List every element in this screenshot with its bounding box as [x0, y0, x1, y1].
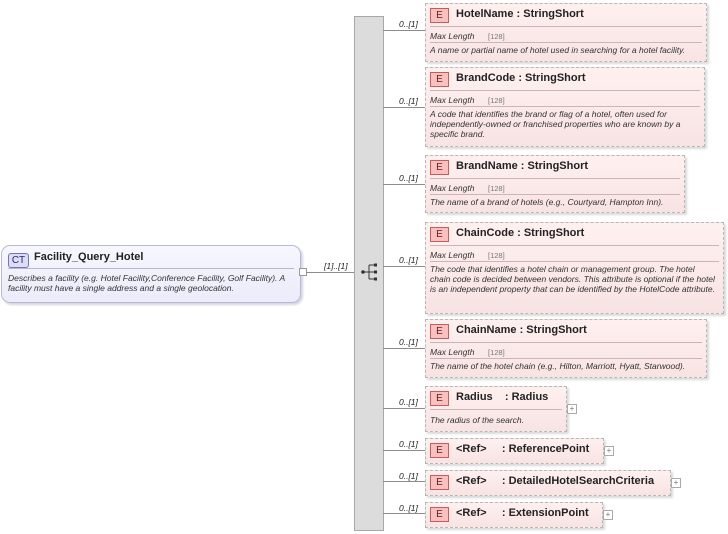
complex-type-badge: CT [8, 253, 29, 268]
element-description: The code that identifies a hotel chain o… [430, 264, 715, 294]
connector-line [383, 266, 425, 267]
element-description: A name or partial name of hotel used in … [430, 45, 686, 55]
element-badge: E [430, 443, 449, 458]
element-badge: E [430, 72, 449, 87]
element-title: <Ref> : ReferencePoint [456, 443, 590, 455]
connector-line [383, 107, 425, 108]
expand-icon[interactable]: + [671, 478, 681, 488]
connector-line [383, 184, 425, 185]
facet-label: Max Length [430, 183, 475, 193]
element-box-referencepoint[interactable]: E <Ref> : ReferencePoint [425, 438, 604, 464]
element-cardinality: 0..[1] [399, 173, 418, 183]
element-cardinality: 0..[1] [399, 439, 418, 449]
element-badge: E [430, 8, 449, 23]
element-divider [430, 342, 702, 343]
facet-value: [128] [488, 251, 505, 260]
complex-type-divider [8, 268, 294, 269]
element-cardinality: 0..[1] [399, 471, 418, 481]
element-box-brandname[interactable]: E BrandName : StringShort Max Length [12… [425, 155, 685, 213]
facet-value: [128] [488, 96, 505, 105]
connector-line [383, 30, 425, 31]
element-badge: E [430, 391, 449, 406]
element-box-brandcode[interactable]: E BrandCode : StringShort Max Length [12… [425, 67, 705, 147]
expand-icon[interactable]: + [604, 446, 614, 456]
element-cardinality: 0..[1] [399, 255, 418, 265]
expand-icon[interactable]: + [603, 510, 613, 520]
element-title: Radius : Radius [456, 391, 549, 403]
element-title: <Ref> : DetailedHotelSearchCriteria [456, 475, 655, 487]
connector-line [306, 272, 354, 273]
complex-type-description: Describes a facility (e.g. Hotel Facilit… [8, 273, 285, 293]
connector-line [383, 481, 425, 482]
element-divider [430, 409, 562, 410]
element-title: BrandCode : StringShort [456, 72, 586, 84]
element-divider [430, 261, 719, 262]
complex-type-box[interactable]: CT Facility_Query_Hotel Describes a faci… [1, 245, 301, 303]
element-title: ChainName : StringShort [456, 324, 587, 336]
element-title: <Ref> : ExtensionPoint [456, 507, 589, 519]
element-cardinality: 0..[1] [399, 337, 418, 347]
element-badge: E [430, 160, 449, 175]
element-description: The name of a brand of hotels (e.g., Cou… [430, 197, 664, 207]
sequence-cardinality: [1]..[1] [324, 261, 348, 271]
element-box-radius[interactable]: E Radius : Radius The radius of the sear… [425, 386, 567, 432]
element-cardinality: 0..[1] [399, 503, 418, 513]
sequence-icon[interactable] [360, 262, 380, 282]
facet-label: Max Length [430, 31, 475, 41]
element-badge: E [430, 507, 449, 522]
connector-line [383, 408, 425, 409]
element-box-detailedhotelsearchcriteria[interactable]: E <Ref> : DetailedHotelSearchCriteria [425, 470, 671, 496]
element-description: The radius of the search. [430, 415, 525, 425]
connector-line [383, 348, 425, 349]
element-cardinality: 0..[1] [399, 397, 418, 407]
facet-label: Max Length [430, 95, 475, 105]
connector-line [383, 513, 425, 514]
element-box-chainname[interactable]: E ChainName : StringShort Max Length [12… [425, 319, 707, 378]
element-divider [430, 358, 702, 359]
element-divider [430, 26, 702, 27]
element-box-hotelname[interactable]: E HotelName : StringShort Max Length [12… [425, 3, 707, 62]
element-badge: E [430, 475, 449, 490]
facet-label: Max Length [430, 347, 475, 357]
element-cardinality: 0..[1] [399, 96, 418, 106]
element-description: A code that identifies the brand or flag… [430, 109, 681, 139]
connector-line [383, 450, 425, 451]
element-title: ChainCode : StringShort [456, 227, 585, 239]
element-badge: E [430, 227, 449, 242]
facet-value: [128] [488, 348, 505, 357]
element-box-chaincode[interactable]: E ChainCode : StringShort Max Length [12… [425, 222, 724, 314]
facet-label: Max Length [430, 250, 475, 260]
element-divider [430, 178, 680, 179]
element-title: BrandName : StringShort [456, 160, 589, 172]
facet-value: [128] [488, 32, 505, 41]
facet-value: [128] [488, 184, 505, 193]
element-cardinality: 0..[1] [399, 19, 418, 29]
element-description: The name of the hotel chain (e.g., Hilto… [430, 361, 686, 371]
complex-type-name: Facility_Query_Hotel [34, 251, 144, 263]
element-divider [430, 245, 719, 246]
element-divider [430, 106, 700, 107]
element-badge: E [430, 324, 449, 339]
expand-icon[interactable]: + [567, 404, 577, 414]
element-divider [430, 90, 700, 91]
element-divider [430, 42, 702, 43]
element-title: HotelName : StringShort [456, 8, 584, 20]
element-box-extensionpoint[interactable]: E <Ref> : ExtensionPoint [425, 502, 603, 528]
element-divider [430, 194, 680, 195]
